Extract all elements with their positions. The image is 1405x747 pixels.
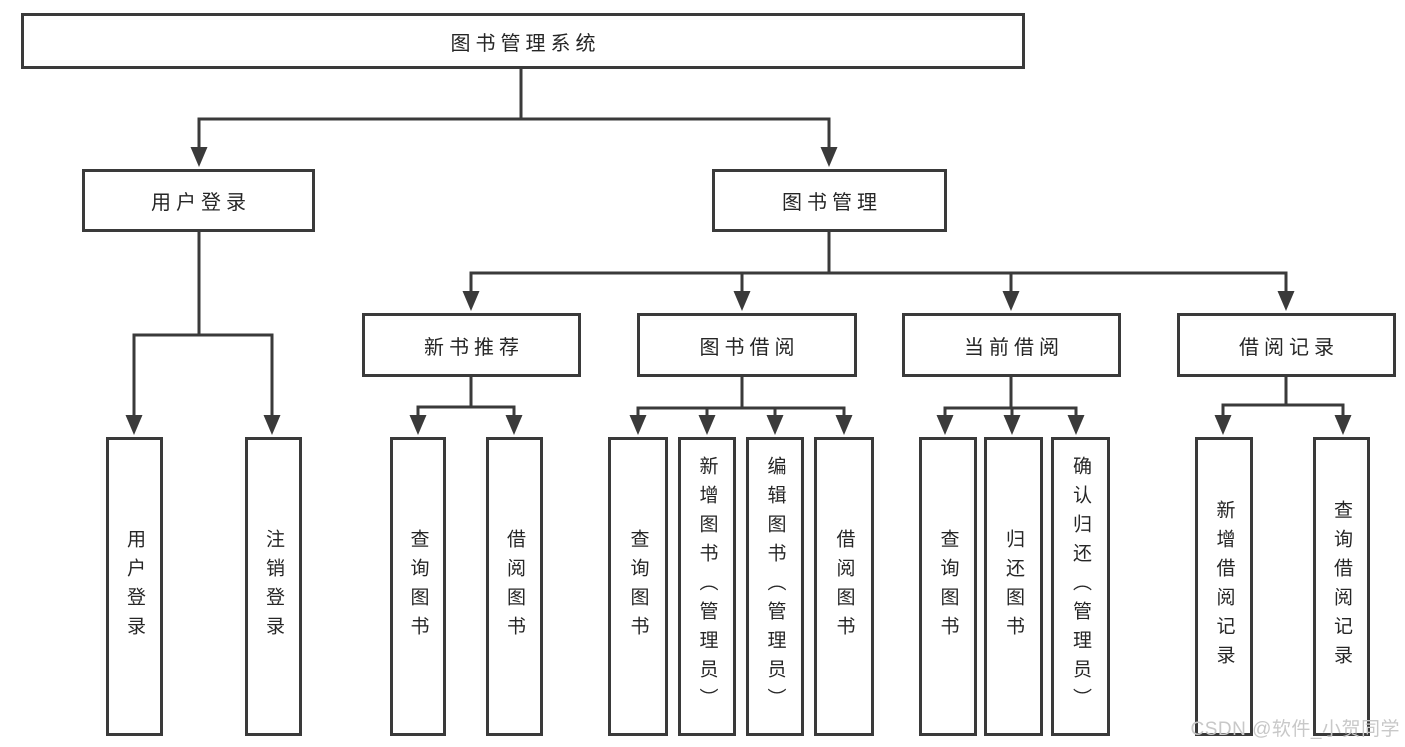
leaf-user-login: 用户登录 xyxy=(106,437,163,736)
leaf-label: 用户登录 xyxy=(124,528,145,645)
arrowhead xyxy=(1214,415,1232,435)
leaf-logout: 注销登录 xyxy=(245,437,302,736)
arrowhead xyxy=(125,415,143,435)
leaf-label: 查询借阅记录 xyxy=(1331,499,1352,674)
leaf-label: 借阅图书 xyxy=(504,528,525,645)
arrowhead xyxy=(462,291,480,311)
leaf-label: 查询图书 xyxy=(407,528,429,645)
arrowhead xyxy=(1277,291,1295,311)
arrowhead xyxy=(629,415,647,435)
leaf-label: 注销登录 xyxy=(263,528,284,645)
leaf-label: 新增借阅记录 xyxy=(1213,499,1235,674)
arrowhead xyxy=(409,415,427,435)
leaf-current-confirm-return-admin: 确认归还（管理员） xyxy=(1051,437,1110,736)
node-borrow-records: 借阅记录 xyxy=(1177,313,1396,377)
leaf-label: 编辑图书（管理员） xyxy=(764,456,786,717)
arrowhead xyxy=(263,415,281,435)
node-new-book-recommend: 新书推荐 xyxy=(362,313,581,377)
leaf-current-return-books: 归还图书 xyxy=(984,437,1043,736)
arrowhead xyxy=(698,415,716,435)
leaf-label: 归还图书 xyxy=(1003,528,1024,645)
leaf-borrowing-query-books: 查询图书 xyxy=(608,437,668,736)
arrowhead xyxy=(1067,415,1085,435)
csdn-watermark: CSDN @软件_小贺同学 xyxy=(1190,719,1400,740)
leaf-borrowing-edit-books-admin: 编辑图书（管理员） xyxy=(746,437,804,736)
leaf-borrowing-borrow-books: 借阅图书 xyxy=(814,437,874,736)
leaf-label: 确认归还（管理员） xyxy=(1070,456,1091,717)
leaf-borrowing-add-books-admin: 新增图书（管理员） xyxy=(678,437,736,736)
leaf-label: 查询图书 xyxy=(627,528,649,645)
leaf-records-add-borrow-record: 新增借阅记录 xyxy=(1195,437,1253,736)
node-library-management-system: 图书管理系统 xyxy=(21,13,1025,69)
leaf-recommend-borrow-books: 借阅图书 xyxy=(486,437,543,736)
arrowhead xyxy=(766,415,784,435)
node-book-borrowing: 图书借阅 xyxy=(637,313,857,377)
tree-edges xyxy=(132,66,1345,420)
leaf-label: 查询图书 xyxy=(937,528,959,645)
arrowhead xyxy=(936,415,954,435)
arrowheads xyxy=(125,147,1352,435)
arrowhead xyxy=(733,291,751,311)
leaf-label: 新增图书（管理员） xyxy=(696,456,718,717)
leaf-recommend-query-books: 查询图书 xyxy=(390,437,446,736)
leaf-records-query-borrow-record: 查询借阅记录 xyxy=(1313,437,1370,736)
arrowhead xyxy=(1002,291,1020,311)
node-user-login: 用户登录 xyxy=(82,169,315,232)
leaf-current-query-books: 查询图书 xyxy=(919,437,977,736)
node-book-management: 图书管理 xyxy=(712,169,947,232)
arrowhead xyxy=(1334,415,1352,435)
arrowhead xyxy=(820,147,838,167)
leaf-label: 借阅图书 xyxy=(833,528,855,645)
node-current-borrowing: 当前借阅 xyxy=(902,313,1121,377)
arrowhead xyxy=(505,415,523,435)
arrowhead xyxy=(835,415,853,435)
arrowhead xyxy=(1003,415,1021,435)
arrowhead xyxy=(190,147,208,167)
